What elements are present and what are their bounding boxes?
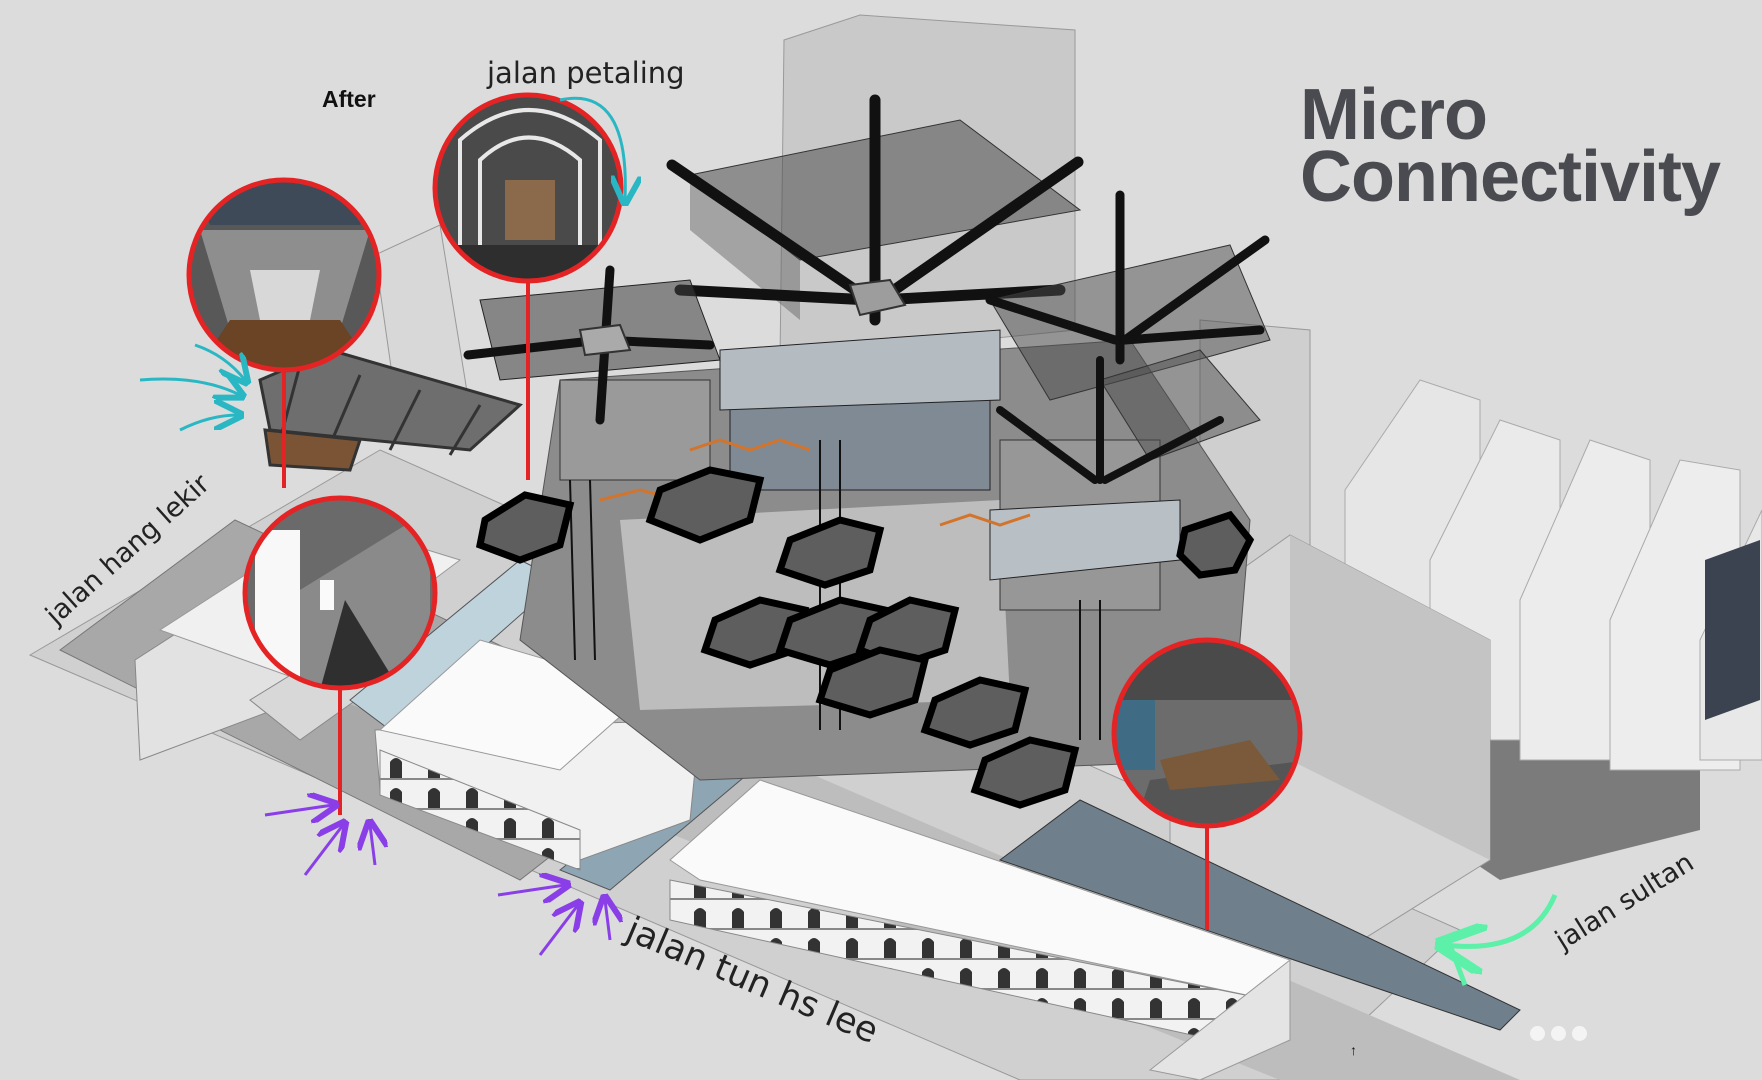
callout-detail-2 [432, 92, 624, 284]
north-marker: ↑ [1350, 1042, 1357, 1058]
page-title: Micro Connectivity [1300, 75, 1721, 217]
callout-detail-4 [1111, 637, 1303, 829]
central-tower-complex [475, 329, 1255, 809]
arrow-icon [139, 96, 1558, 986]
after-label: After [322, 86, 376, 112]
more-dots-icon[interactable] [1530, 1026, 1587, 1041]
canopy-walkway [258, 348, 524, 472]
dot [1572, 1026, 1587, 1041]
umbrella-canopies [463, 94, 1271, 484]
title-line-2: Connectivity [1300, 137, 1721, 217]
shophouse-row-south [374, 639, 1291, 1080]
title-line-1: Micro [1300, 75, 1488, 155]
background-massing [374, 14, 1762, 961]
dot [1530, 1026, 1545, 1041]
street-label-petaling: jalan petaling [487, 56, 685, 90]
callout-detail-1 [186, 177, 382, 373]
dot [1551, 1026, 1566, 1041]
